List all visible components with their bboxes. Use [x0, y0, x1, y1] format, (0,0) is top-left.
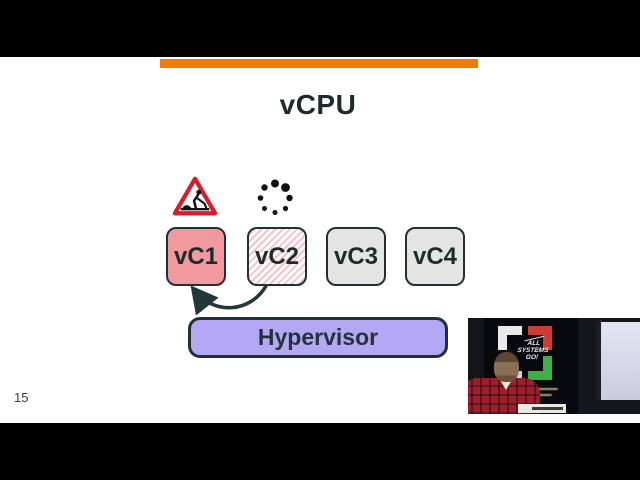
vcpu-box-vc2: vC2 [247, 227, 307, 286]
hypervisor-box: Hypervisor [188, 317, 448, 358]
presenter-head [494, 352, 519, 382]
vcpu-box-label: vC2 [254, 242, 300, 270]
roadworks-warning-icon [172, 176, 218, 216]
vcpu-box-vc1: vC1 [166, 227, 226, 286]
vcpu-box-label: vC1 [173, 242, 219, 270]
banner-small-print [532, 394, 552, 396]
podium-sign [518, 404, 566, 413]
slide-page-number: 15 [14, 390, 29, 405]
presenter-tshirt [500, 380, 512, 390]
vcpu-box-vc4: vC4 [405, 227, 465, 286]
presentation-slide: vCPU [0, 57, 640, 423]
projection-screen [596, 322, 640, 400]
letterbox-bottom [0, 423, 640, 480]
letterbox-top [0, 0, 640, 57]
banner-small-print [526, 388, 558, 390]
banner-line-1: ALL [527, 340, 541, 347]
banner-line-2: SYSTEMS [516, 347, 549, 354]
migration-arrow-icon [190, 284, 268, 316]
loading-spinner-icon [257, 179, 293, 215]
webcam-overlay: ALL SYSTEMS GO! [468, 318, 640, 414]
vcpu-box-label: vC3 [333, 242, 379, 270]
slide-accent-bar [160, 59, 478, 68]
vcpu-box-label: vC4 [412, 242, 458, 270]
hypervisor-label: Hypervisor [257, 324, 379, 350]
vcpu-box-vc3: vC3 [326, 227, 386, 286]
podium-sign-bar [532, 407, 563, 410]
slide-title: vCPU [279, 89, 357, 120]
